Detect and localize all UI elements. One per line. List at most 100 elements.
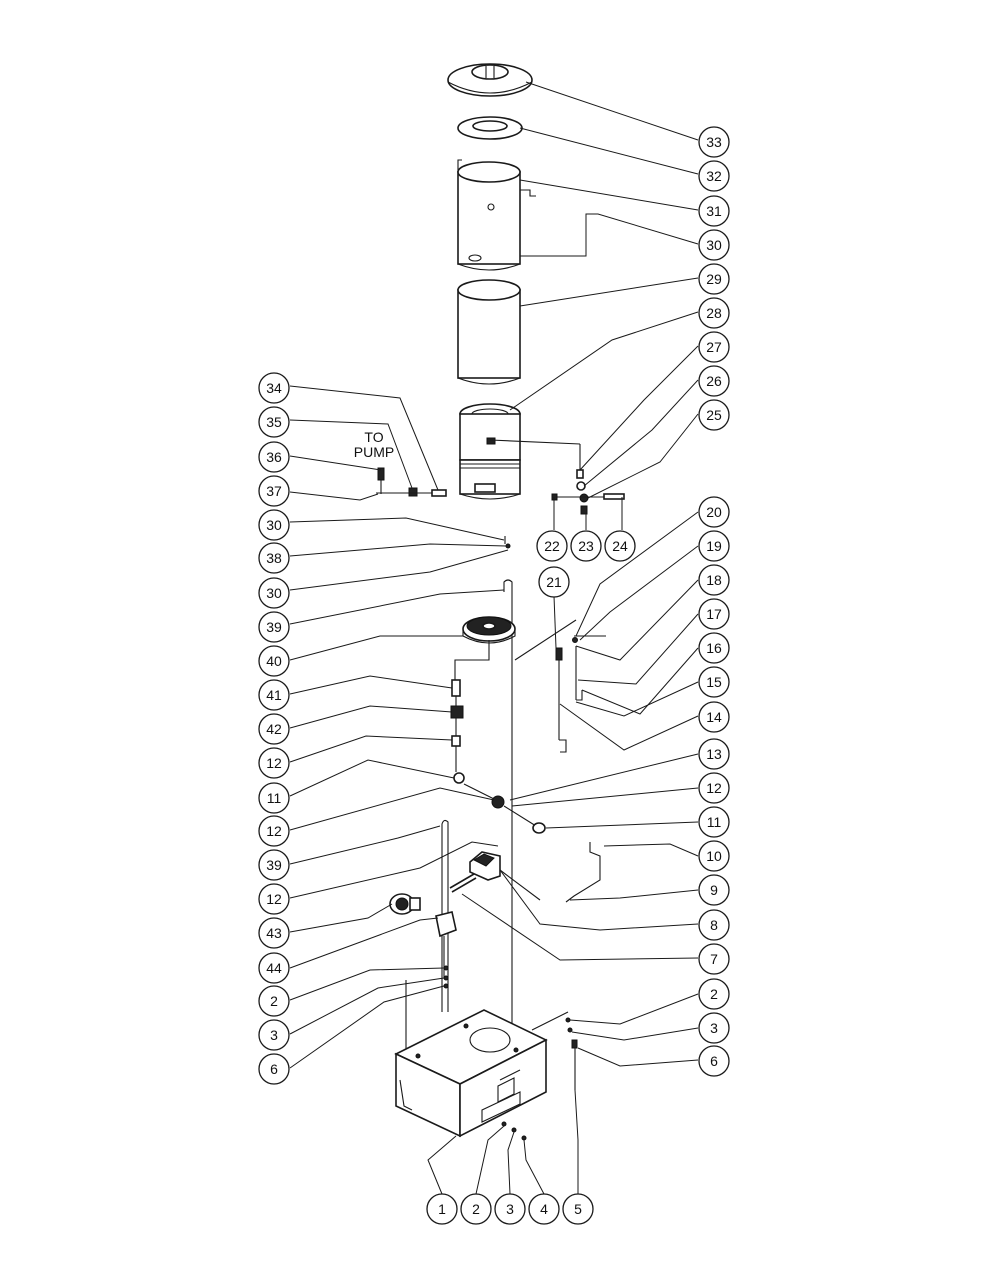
part-1-base-chassis <box>394 1009 548 1138</box>
callout-30: 30 <box>698 229 730 261</box>
to-pump-note-line1: TO <box>364 429 383 445</box>
callout-35: 35 <box>258 406 290 438</box>
callout-34: 34 <box>258 372 290 404</box>
svg-text:12: 12 <box>266 755 282 771</box>
svg-text:11: 11 <box>267 790 282 806</box>
part-8-pump-block <box>469 851 501 881</box>
svg-text:22: 22 <box>544 538 560 554</box>
callout-4: 4 <box>528 1193 560 1225</box>
callout-2: 2 <box>258 985 290 1017</box>
svg-text:17: 17 <box>706 606 722 622</box>
callout-12: 12 <box>258 747 290 779</box>
part-40-impeller <box>462 616 516 644</box>
callout-2: 2 <box>698 978 730 1010</box>
callout-11: 11 <box>698 806 730 838</box>
callout-20: 20 <box>698 496 730 528</box>
svg-text:10: 10 <box>706 848 722 864</box>
svg-text:14: 14 <box>706 709 722 725</box>
svg-text:44: 44 <box>266 960 282 976</box>
svg-text:30: 30 <box>266 517 282 533</box>
svg-text:15: 15 <box>706 674 722 690</box>
svg-text:21: 21 <box>546 574 562 590</box>
svg-text:36: 36 <box>266 449 282 465</box>
svg-text:39: 39 <box>266 619 282 635</box>
callout-18: 18 <box>698 564 730 596</box>
svg-text:30: 30 <box>706 237 722 253</box>
svg-text:23: 23 <box>578 538 594 554</box>
part-9-10-bent-rod <box>499 842 601 903</box>
callout-41: 41 <box>258 679 290 711</box>
svg-text:13: 13 <box>706 746 722 762</box>
callout-10: 10 <box>698 840 730 872</box>
part-14-21-sensor-assembly <box>555 635 606 753</box>
callout-14: 14 <box>698 701 730 733</box>
svg-text:3: 3 <box>270 1027 278 1043</box>
callout-29: 29 <box>698 263 730 295</box>
leader-lines <box>289 81 699 1195</box>
svg-text:41: 41 <box>266 687 282 703</box>
callout-32: 32 <box>698 160 730 192</box>
part-31-outer-sleeve <box>457 159 536 271</box>
callout-12: 12 <box>258 815 290 847</box>
callout-7: 7 <box>698 943 730 975</box>
callout-28: 28 <box>698 297 730 329</box>
svg-text:8: 8 <box>710 917 718 933</box>
svg-text:18: 18 <box>706 572 722 588</box>
svg-text:12: 12 <box>266 891 282 907</box>
part-22-27-fitting-cluster <box>489 439 625 515</box>
part-43-valve <box>389 893 421 915</box>
svg-text:19: 19 <box>706 538 722 554</box>
to-pump-note-line2: PUMP <box>354 444 394 460</box>
callout-30: 30 <box>258 577 290 609</box>
svg-text:4: 4 <box>540 1201 548 1217</box>
svg-text:31: 31 <box>706 203 722 219</box>
callout-6: 6 <box>698 1045 730 1077</box>
svg-text:6: 6 <box>710 1053 718 1069</box>
svg-text:6: 6 <box>270 1061 278 1077</box>
callout-40: 40 <box>258 645 290 677</box>
part-33-top-cap <box>447 63 533 97</box>
part-41-42-tube-assembly <box>450 619 577 834</box>
callout-21: 21 <box>538 566 570 598</box>
callout-22: 22 <box>536 530 568 562</box>
svg-text:1: 1 <box>438 1201 446 1217</box>
svg-text:30: 30 <box>266 585 282 601</box>
part-7-shaft <box>449 873 477 893</box>
part-39-upper-tube <box>503 579 513 1040</box>
svg-text:42: 42 <box>266 721 282 737</box>
callout-11: 11 <box>258 782 290 814</box>
svg-text:16: 16 <box>706 640 722 656</box>
svg-text:7: 7 <box>710 951 718 967</box>
callout-43: 43 <box>258 917 290 949</box>
callout-5: 5 <box>562 1193 594 1225</box>
callout-42: 42 <box>258 713 290 745</box>
callout-19: 19 <box>698 530 730 562</box>
callout-3: 3 <box>494 1193 526 1225</box>
svg-text:2: 2 <box>270 993 278 1009</box>
svg-text:38: 38 <box>266 550 282 566</box>
svg-text:9: 9 <box>710 882 718 898</box>
callout-25: 25 <box>698 399 730 431</box>
svg-text:34: 34 <box>266 380 282 396</box>
svg-text:5: 5 <box>574 1201 582 1217</box>
svg-text:25: 25 <box>706 407 722 423</box>
part-34-37-pump-tubing <box>376 467 447 497</box>
svg-text:20: 20 <box>706 504 722 520</box>
callout-17: 17 <box>698 598 730 630</box>
callout-44: 44 <box>258 952 290 984</box>
callout-23: 23 <box>570 530 602 562</box>
svg-text:24: 24 <box>612 538 628 554</box>
svg-text:2: 2 <box>710 986 718 1002</box>
callout-6: 6 <box>258 1053 290 1085</box>
svg-text:3: 3 <box>710 1020 718 1036</box>
svg-text:27: 27 <box>706 339 722 355</box>
callout-16: 16 <box>698 632 730 664</box>
callout-3: 3 <box>258 1019 290 1051</box>
callout-30: 30 <box>258 509 290 541</box>
part-32-gasket-ring <box>457 116 523 140</box>
callout-39: 39 <box>258 849 290 881</box>
svg-text:11: 11 <box>707 814 722 830</box>
part-2-3-4-bottom-fasteners <box>501 1121 527 1141</box>
svg-text:39: 39 <box>266 857 282 873</box>
